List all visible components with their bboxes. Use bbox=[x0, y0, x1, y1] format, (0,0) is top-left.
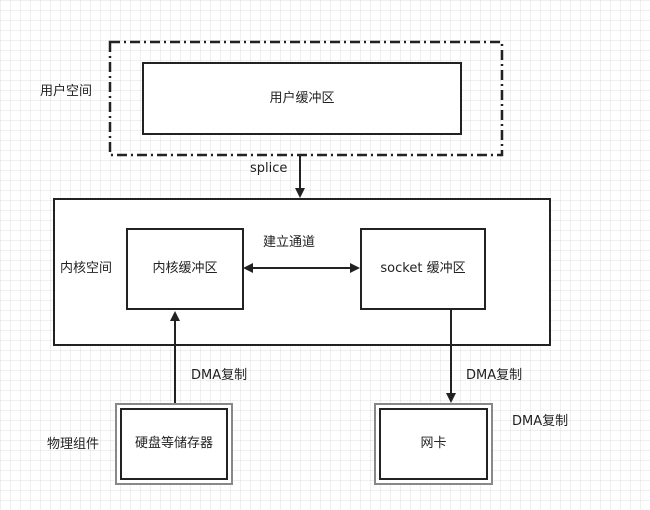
dma-nic-label: DMA复制 bbox=[512, 414, 569, 429]
kernel-space-label: 内核空间 bbox=[60, 261, 113, 276]
disk-label: 硬盘等储存器 bbox=[134, 436, 213, 451]
nic-label: 网卡 bbox=[420, 436, 447, 451]
channel-label: 建立通道 bbox=[263, 235, 316, 250]
splice-label: splice bbox=[250, 161, 288, 176]
user-buffer-box bbox=[142, 62, 462, 135]
nic-box-inner bbox=[379, 408, 488, 480]
user-buffer-label: 用户缓冲区 bbox=[269, 91, 335, 106]
user-space-container bbox=[108, 40, 504, 157]
disk-box-inner bbox=[120, 408, 228, 480]
kernel-buffer-label: 内核缓冲区 bbox=[152, 261, 218, 276]
user-space-label: 用户空间 bbox=[40, 84, 93, 99]
dma-socket-label: DMA复制 bbox=[466, 368, 523, 383]
dma-disk-label: DMA复制 bbox=[191, 368, 248, 383]
socket-buffer-label: socket 缓冲区 bbox=[380, 261, 466, 276]
socket-buffer-box bbox=[360, 228, 486, 310]
physical-label: 物理组件 bbox=[47, 437, 100, 452]
kernel-buffer-box bbox=[126, 228, 244, 310]
